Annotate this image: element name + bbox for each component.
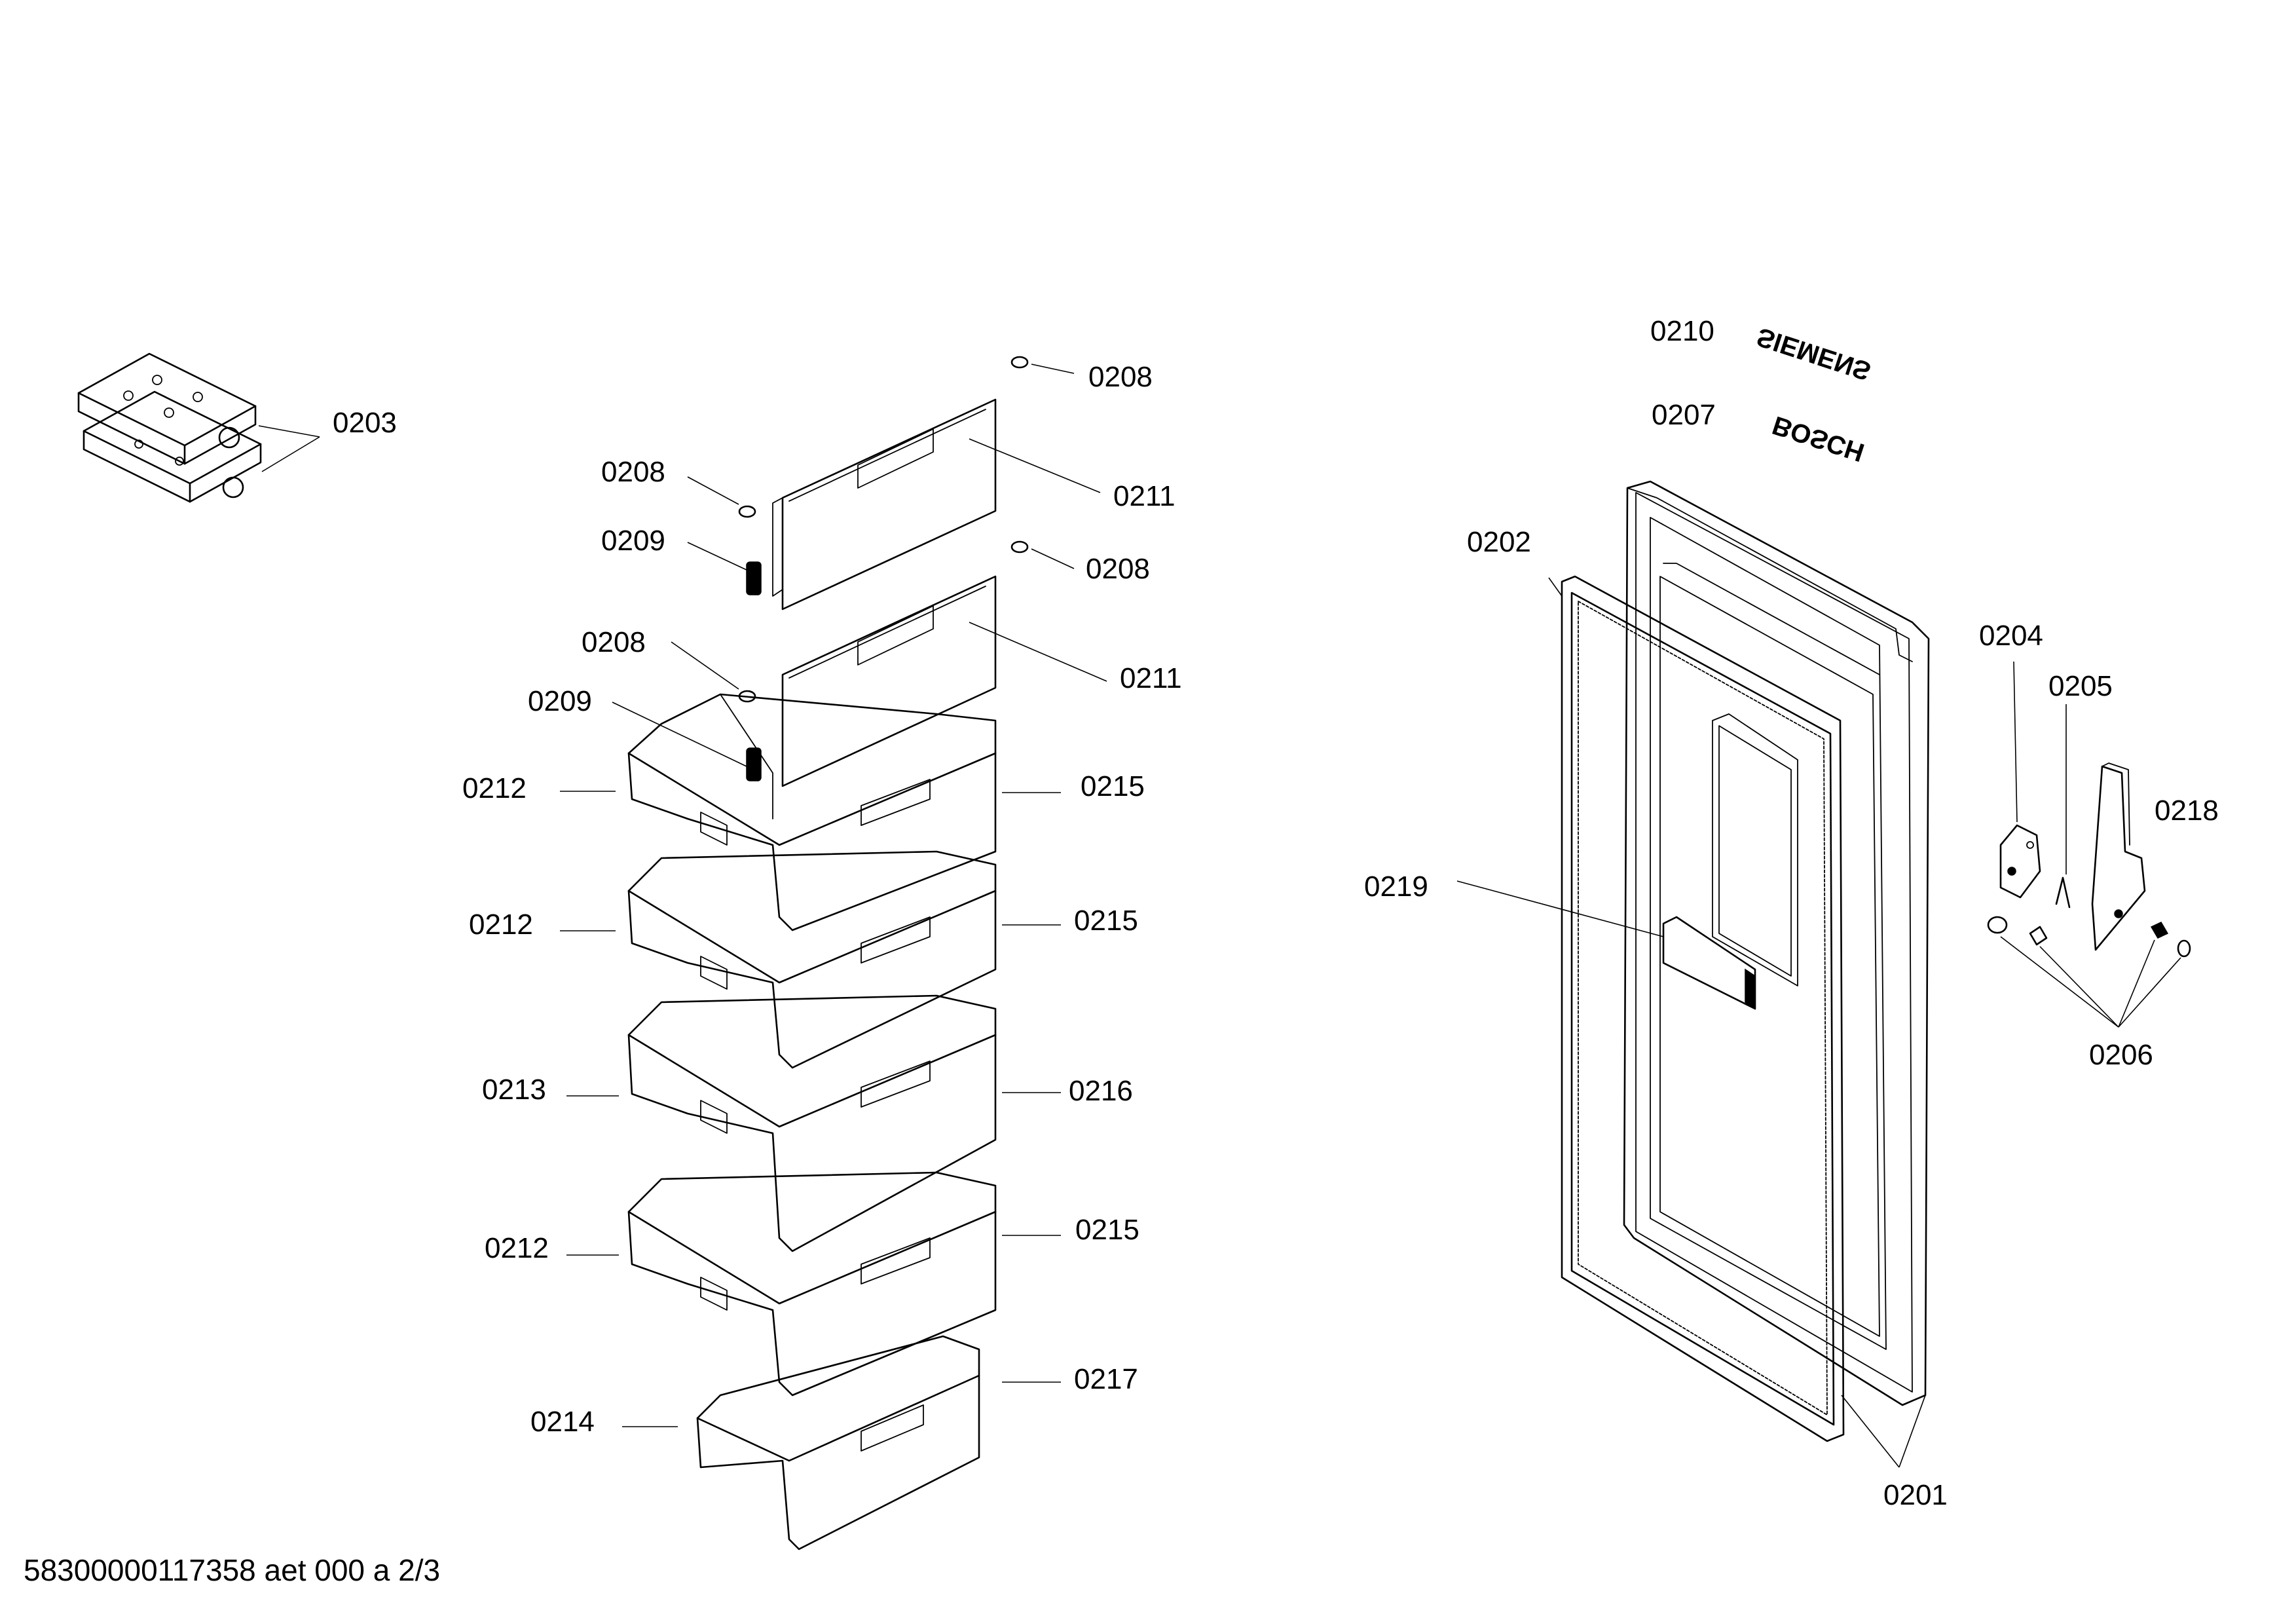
drawer-4 (627, 1171, 997, 1397)
label-0212-b: 0212 (469, 909, 533, 941)
cold-pack-pair (77, 352, 262, 503)
fasteners-0206 (1987, 916, 2191, 958)
label-0214: 0214 (530, 1406, 595, 1438)
door-gasket (1561, 575, 1845, 1442)
label-0204: 0204 (1979, 620, 2043, 652)
hinge-bracket-0204 (1999, 824, 2041, 899)
label-0215-c: 0215 (1075, 1214, 1139, 1246)
label-0208-d: 0208 (582, 626, 646, 658)
label-0218: 0218 (2155, 795, 2219, 827)
label-0211-b: 0211 (1120, 662, 1182, 694)
label-0217: 0217 (1074, 1363, 1138, 1395)
flap-front-upper (772, 398, 997, 610)
label-0206: 0206 (2089, 1039, 2153, 1071)
label-0219: 0219 (1364, 871, 1428, 903)
label-0211-a: 0211 (1113, 480, 1176, 512)
spring-0205 (2055, 876, 2071, 909)
hinge-plate-0218 (2091, 762, 2146, 951)
drawing-reference: 58300000117358 aet 000 a 2/3 (24, 1553, 441, 1587)
label-0201: 0201 (1883, 1479, 1948, 1511)
door-panel (1623, 480, 1930, 1406)
hinge-pins (738, 356, 1029, 781)
label-0216: 0216 (1069, 1075, 1133, 1107)
label-0210: 0210 (1650, 315, 1714, 347)
label-0215-b: 0215 (1074, 905, 1138, 937)
label-0209-b: 0209 (528, 685, 592, 717)
drawer-3 (627, 994, 997, 1252)
label-0208-b: 0208 (601, 456, 665, 488)
label-0208-a: 0208 (1088, 361, 1153, 393)
drawer-2 (627, 850, 997, 1069)
label-0213: 0213 (482, 1074, 546, 1106)
label-0208-c: 0208 (1086, 553, 1150, 585)
label-0215-a: 0215 (1081, 770, 1145, 802)
door-handle (1662, 916, 1756, 1010)
flap-front-lower (781, 575, 997, 787)
bosch-badge: BOSCH (1769, 410, 1868, 466)
siemens-badge: SIEMENS (1753, 322, 1874, 385)
drawer-1 (627, 693, 997, 931)
label-0205: 0205 (2048, 670, 2113, 702)
drawer-bottom (696, 1335, 980, 1550)
brand-badges: SIEMENS BOSCH (1753, 322, 1874, 466)
label-0207: 0207 (1652, 399, 1716, 431)
label-0203: 0203 (333, 407, 397, 439)
door-compartment (1712, 713, 1798, 986)
label-0209-a: 0209 (601, 525, 665, 557)
label-0212-a: 0212 (462, 772, 527, 804)
label-0202: 0202 (1467, 526, 1531, 558)
label-0212-c: 0212 (485, 1232, 549, 1264)
